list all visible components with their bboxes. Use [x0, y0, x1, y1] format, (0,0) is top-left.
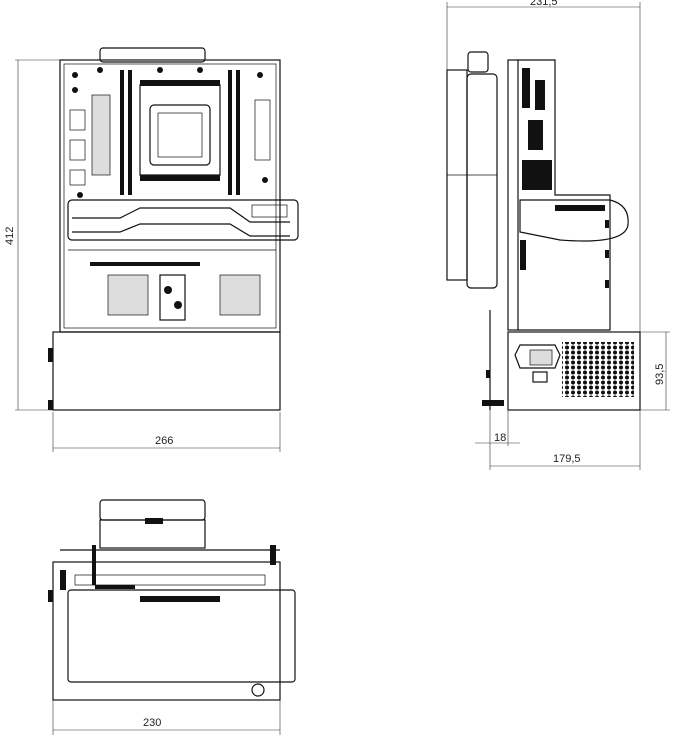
- side-view: 231,5 93,5 18 179,5: [446, 0, 670, 470]
- side-depth-dimension: 231,5: [530, 0, 558, 8]
- bottom-view: 230: [48, 499, 296, 735]
- psu-height-dimension: 93,5: [654, 364, 666, 385]
- front-view: 412 266: [4, 47, 299, 452]
- front-height-dimension: 412: [4, 227, 16, 245]
- bottom-width-dimension: 230: [143, 717, 161, 729]
- front-width-dimension: 266: [155, 435, 173, 447]
- base-depth-dimension: 179,5: [553, 453, 581, 465]
- offset-dimension: 18: [494, 432, 506, 444]
